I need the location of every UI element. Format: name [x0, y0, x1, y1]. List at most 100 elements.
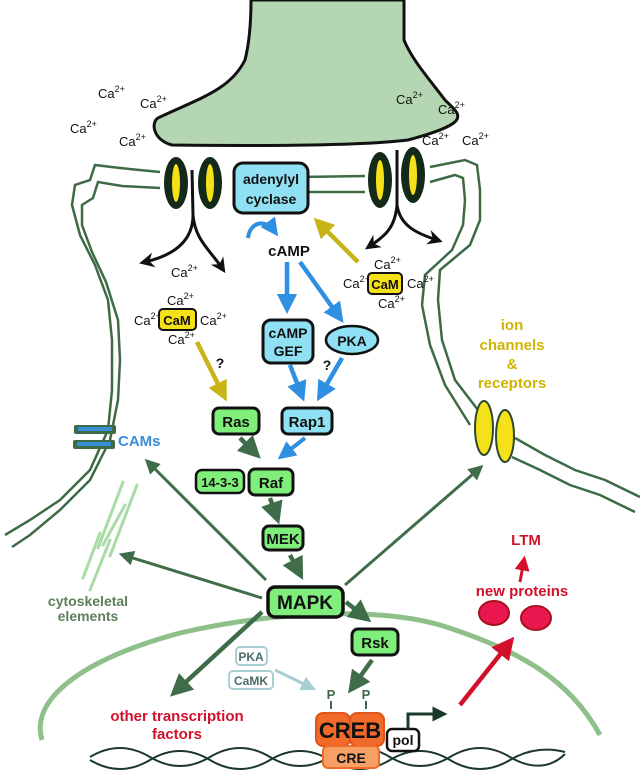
ca-ion: Ca2+	[167, 291, 194, 308]
arrow-mapk-to-cams	[144, 458, 268, 582]
pka-node: PKA	[324, 324, 380, 356]
arrow-raf-to-mek	[261, 497, 283, 525]
ca-ion: Ca2+	[70, 119, 97, 136]
arrow-transcription-to-proteins	[458, 636, 515, 707]
new-proteins-label: new proteins	[476, 583, 569, 600]
protein-14-3-3-node: 14-3-3	[194, 468, 246, 495]
ca-ion: Ca2+	[200, 311, 227, 328]
camp-gef-node: cAMP GEF	[261, 318, 315, 365]
rap1-label: Rap1	[289, 414, 326, 431]
cre-label: CRE	[336, 750, 366, 766]
ltm-label: LTM	[511, 532, 541, 549]
ca-ion: Ca2+	[119, 132, 146, 149]
arrow-camp-to-pka	[298, 260, 344, 323]
cam-right-label: CaM	[371, 277, 398, 292]
phospho-label: P	[327, 687, 336, 702]
arrow-cam-to-ras	[194, 340, 227, 402]
protein-blob	[520, 605, 552, 631]
arrow-rsk-to-creb	[348, 658, 374, 694]
camp-gef-label: cAMP	[269, 325, 308, 341]
calcium-channel-left	[139, 157, 226, 273]
arrow-mapk-to-cytoskeleton	[118, 550, 263, 600]
rsk-label: Rsk	[361, 635, 389, 652]
mapk-label: MAPK	[277, 593, 333, 614]
camp-gef-label: GEF	[274, 343, 303, 359]
arrow-ac-to-camp	[246, 216, 279, 239]
transcription-start-arrow	[406, 706, 448, 729]
arrow-gef-to-rap1	[287, 364, 307, 402]
cam-left-label: CaM	[163, 313, 190, 328]
mapk-node: MAPK	[266, 585, 345, 619]
arrow-cam-to-ac	[313, 217, 360, 264]
ion-channels-label: ion	[501, 317, 524, 334]
other-tf-label: factors	[152, 726, 202, 743]
cell-adhesion-molecules: CAMs	[73, 425, 161, 450]
arrow-mek-to-mapk	[282, 553, 304, 580]
arrow-pka-to-rap1	[316, 356, 344, 402]
pka-nuclear-label: PKA	[238, 650, 264, 664]
ca-ion: Ca2+	[378, 294, 405, 311]
ca-ion: Ca2+	[422, 131, 449, 148]
ca-ion: Ca2+	[438, 100, 465, 117]
cytoskeletal-label: cytoskeletal	[48, 593, 128, 609]
cytoskeletal-filaments	[81, 480, 139, 592]
ion-channels-label: channels	[479, 337, 544, 354]
phospho-label: P	[362, 687, 371, 702]
ion-channels-label: receptors	[478, 375, 546, 392]
ca-ion: Ca2+	[168, 330, 195, 347]
cytoskeletal-label: elements	[58, 608, 119, 624]
calcium-channel-right	[365, 147, 443, 250]
ca-ion: Ca2+	[396, 90, 423, 107]
arrow-mapk-to-ion-channels	[344, 465, 484, 587]
pol-label: pol	[393, 732, 414, 748]
protein-blob	[478, 600, 510, 626]
extracellular-calcium-ions: Ca2+ Ca2+ Ca2+ Ca2+ Ca2+ Ca2+ Ca2+ Ca2+	[70, 84, 489, 149]
cams-label: CAMs	[118, 433, 161, 450]
question-mark: ?	[323, 357, 332, 373]
cam-complex-right: Ca2+ Ca2+ CaM Ca2+ Ca2+	[343, 255, 434, 311]
raf-node: Raf	[247, 467, 295, 497]
ca-ion: Ca2+	[343, 274, 370, 291]
adenylyl-cyclase-label: adenylyl	[243, 171, 299, 187]
presynaptic-terminal	[152, 0, 460, 147]
phospho-sites: P P	[327, 687, 371, 709]
ion-channel-receptor	[474, 400, 515, 463]
arrow-rap1-to-raf	[277, 436, 307, 460]
ion-channels-label: &	[507, 356, 518, 373]
adenylyl-cyclase-node: adenylyl cyclase	[232, 161, 310, 215]
pka-label: PKA	[337, 333, 367, 349]
camp-label: cAMP	[268, 243, 310, 260]
raf-label: Raf	[259, 475, 284, 492]
mek-node: MEK	[261, 524, 305, 552]
creb-label: CREB	[319, 718, 381, 743]
arrow-mapk-to-other-tf	[170, 610, 264, 697]
ca-ion: Ca2+	[134, 311, 161, 328]
ca-ion: Ca2+	[374, 255, 401, 272]
rsk-node: Rsk	[350, 627, 400, 657]
ca-ion: Ca2+	[407, 274, 434, 291]
pka-nuclear-node: PKA	[235, 646, 268, 666]
adenylyl-cyclase-label: cyclase	[246, 191, 297, 207]
postsynaptic-membrane	[4, 158, 640, 549]
other-tf-label: other transcription	[110, 708, 243, 725]
ras-label: Ras	[222, 414, 250, 431]
ras-node: Ras	[211, 406, 261, 436]
arrow-ras-to-raf	[236, 434, 261, 459]
question-mark: ?	[216, 355, 225, 371]
camk-node: CaMK	[228, 670, 274, 690]
creb-node: CREB	[315, 712, 385, 747]
arrow-proteins-to-ltm	[514, 555, 530, 583]
pol-node: pol	[385, 727, 421, 753]
new-proteins	[478, 600, 552, 631]
mek-label: MEK	[266, 531, 300, 548]
ca-ion: Ca2+	[462, 131, 489, 148]
cre-node: CRE	[322, 745, 380, 769]
arrow-pka-camk-to-creb	[274, 668, 317, 691]
cam-complex-left: Ca2+ Ca2+ CaM Ca2+ Ca2+	[134, 291, 227, 347]
rap1-node: Rap1	[280, 406, 334, 436]
protein-14-3-3-label: 14-3-3	[201, 475, 239, 490]
ca-ion: Ca2+	[140, 94, 167, 111]
ca-ion: Ca2+	[171, 263, 198, 280]
camk-label: CaMK	[234, 674, 268, 688]
